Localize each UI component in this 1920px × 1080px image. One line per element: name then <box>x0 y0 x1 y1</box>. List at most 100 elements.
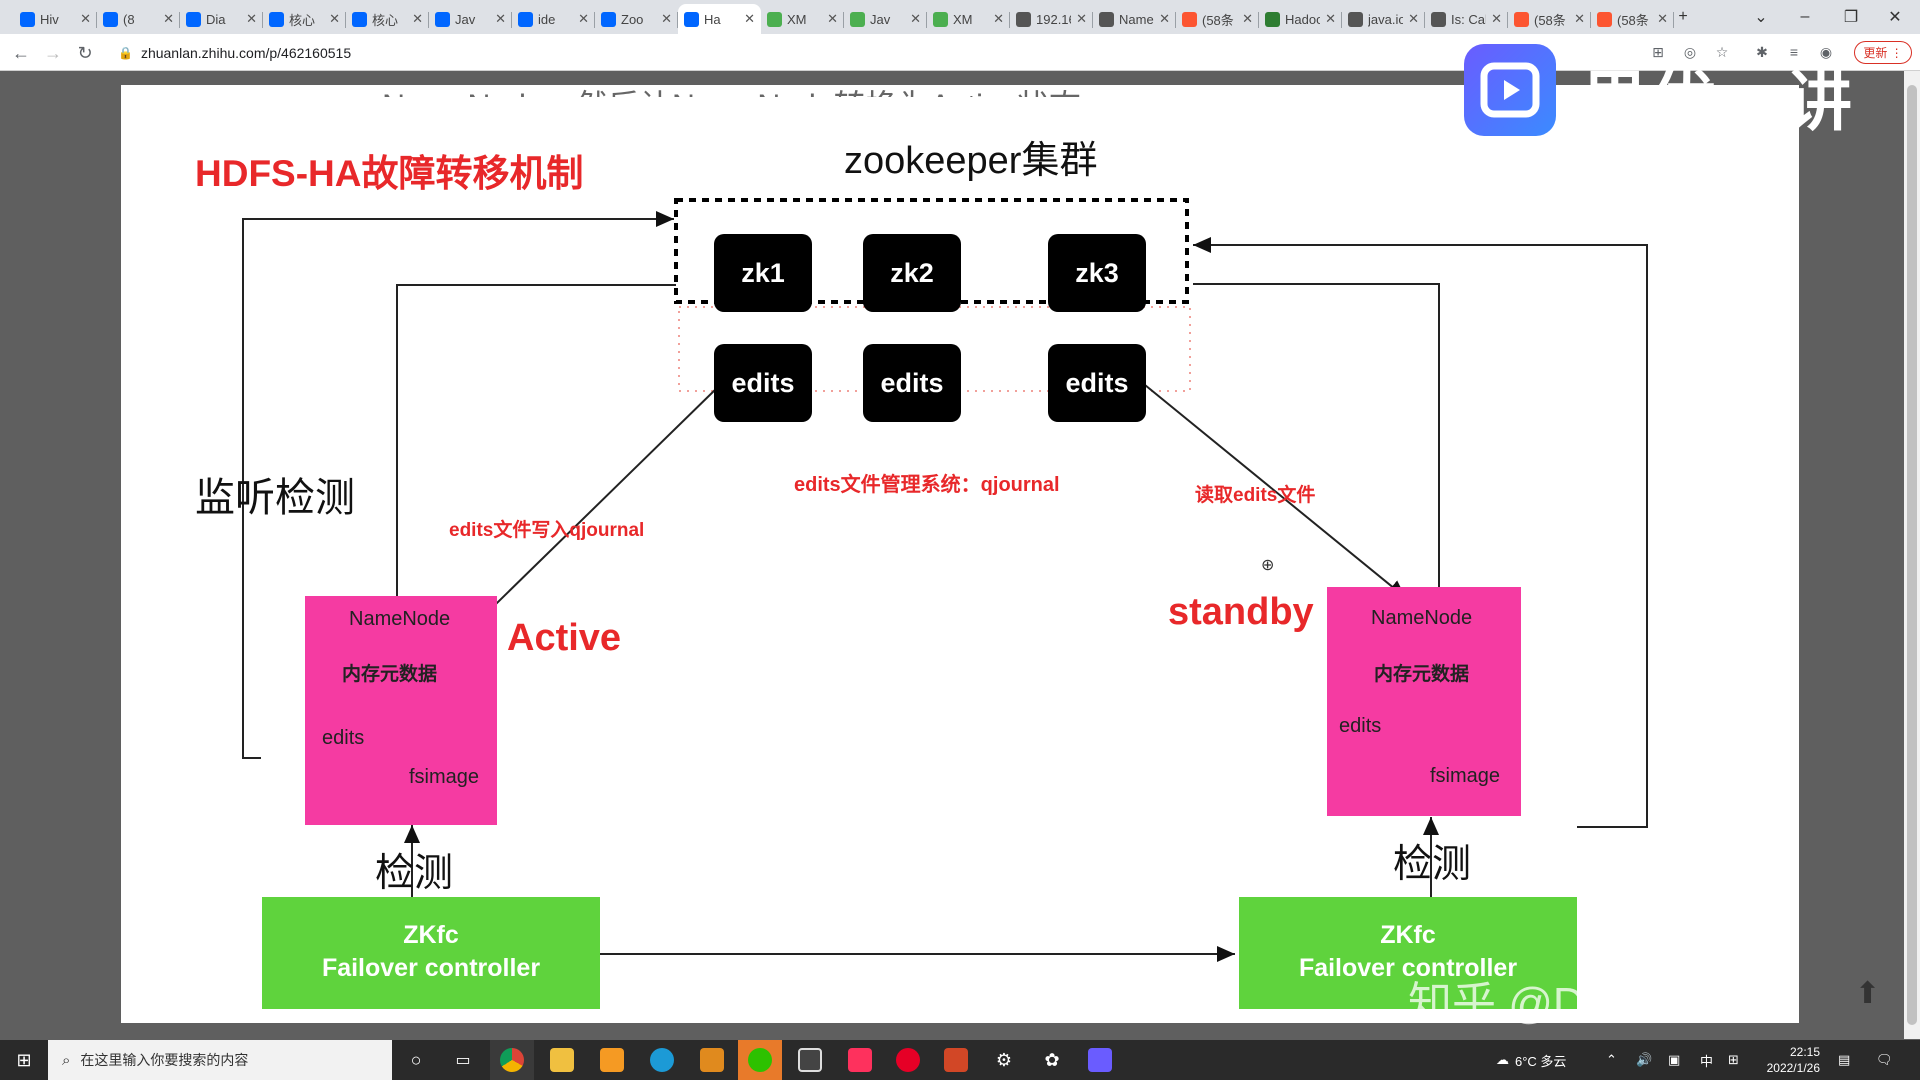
volume-icon[interactable]: 🔊 <box>1636 1052 1653 1067</box>
intellij-icon[interactable] <box>838 1040 882 1080</box>
tab-close-icon[interactable]: ✕ <box>993 11 1004 26</box>
zkfc-title: ZKfc <box>403 921 459 949</box>
zoom-cursor-icon: ⊕ <box>1261 557 1275 574</box>
tab-close-icon[interactable]: ✕ <box>1076 11 1087 26</box>
article-image: NameNode，然后让NameNode转换为Active状态。 <box>121 85 1799 1028</box>
clock[interactable]: 22:15 2022/1/26 <box>1758 1040 1820 1080</box>
app-icon[interactable] <box>788 1040 832 1080</box>
tab-close-icon[interactable]: ✕ <box>1159 11 1170 26</box>
puzzle-icon[interactable]: ✿ <box>1044 1049 1060 1070</box>
edits-node: edits <box>863 344 961 422</box>
tab-title: XM <box>953 11 973 27</box>
chrome-icon[interactable] <box>490 1040 534 1080</box>
tab-close-icon[interactable]: ✕ <box>661 11 672 26</box>
browser-tab[interactable]: XM✕ <box>761 4 844 34</box>
location-icon[interactable]: ◎ <box>1683 43 1697 60</box>
keyboard-icon[interactable]: ⊞ <box>1728 1052 1739 1067</box>
app-icon[interactable] <box>590 1040 634 1080</box>
browser-tab[interactable]: (58条✕ <box>1591 4 1674 34</box>
browser-tab[interactable]: 核心✕ <box>263 4 346 34</box>
tab-close-icon[interactable]: ✕ <box>1657 11 1668 26</box>
browser-tab[interactable]: Jav ✕ <box>844 4 927 34</box>
back-icon[interactable]: ← <box>12 42 30 63</box>
tab-title: Namen <box>1119 11 1154 27</box>
reading-list-icon[interactable]: ≡ <box>1789 44 1799 60</box>
browser-tab[interactable]: java.io✕ <box>1342 4 1425 34</box>
address-bar[interactable]: 🔒 zhuanlan.zhihu.com/p/462160515 <box>108 38 1608 67</box>
taskbar-search[interactable]: ⌕ 在这里输入你要搜索的内容 <box>48 1040 392 1080</box>
browser-tab[interactable]: 核心✕ <box>346 4 429 34</box>
browser-tab[interactable]: Hiv ✕ <box>14 4 97 34</box>
reload-icon[interactable]: ↻ <box>77 42 93 63</box>
update-button[interactable]: 更新 ⋮ <box>1854 41 1912 64</box>
tab-close-icon[interactable]: ✕ <box>1574 11 1585 26</box>
back-to-top-icon[interactable]: ⬆ <box>1855 977 1881 1010</box>
tab-close-icon[interactable]: ✕ <box>910 11 921 26</box>
tab-close-icon[interactable]: ✕ <box>744 11 755 26</box>
tab-title: Dia <box>206 11 226 27</box>
restore-icon[interactable]: ❐ <box>1843 9 1859 26</box>
tab-strip: Hiv✕(8✕Dia✕核心✕核心✕Jav✕ide✕Zoo✕Ha✕XM✕Jav✕X… <box>0 0 1920 34</box>
app-icon[interactable] <box>690 1040 734 1080</box>
new-tab-button[interactable]: + <box>1678 8 1688 25</box>
bookmark-star-icon[interactable]: ☆ <box>1715 43 1729 60</box>
settings-icon[interactable]: ⚙ <box>995 1049 1013 1070</box>
network-icon[interactable]: ▣ <box>1668 1052 1681 1067</box>
cortana-icon[interactable]: ○ <box>410 1049 422 1070</box>
page-scrollbar[interactable] <box>1904 71 1920 1039</box>
browser-tab[interactable]: XM ✕ <box>927 4 1010 34</box>
tab-close-icon[interactable]: ✕ <box>1491 11 1502 26</box>
file-explorer-icon[interactable] <box>540 1040 584 1080</box>
tab-title: Hiv <box>40 11 59 27</box>
powerpoint-icon[interactable] <box>934 1040 978 1080</box>
browser-tab[interactable]: 192.16 ✕ <box>1010 4 1093 34</box>
tab-close-icon[interactable]: ✕ <box>80 11 91 26</box>
tab-close-icon[interactable]: ✕ <box>495 11 506 26</box>
extensions-icon[interactable]: ✱ <box>1756 43 1768 60</box>
tab-close-icon[interactable]: ✕ <box>1242 11 1253 26</box>
close-window-icon[interactable]: ✕ <box>1888 9 1902 26</box>
notification-badge-icon[interactable]: ▤ <box>1838 1052 1851 1067</box>
browser-tab[interactable]: Dia ✕ <box>180 4 263 34</box>
browser-tab[interactable]: Zoo✕ <box>595 4 678 34</box>
browser-tab[interactable]: Ha✕ <box>678 4 761 34</box>
tray-chevron-icon[interactable]: ⌃ <box>1606 1052 1617 1067</box>
browser-tab[interactable]: (8✕ <box>97 4 180 34</box>
tab-close-icon[interactable]: ✕ <box>1408 11 1419 26</box>
wechat-icon[interactable] <box>738 1040 782 1080</box>
tab-close-icon[interactable]: ✕ <box>412 11 423 26</box>
zhihu-icon <box>601 11 616 27</box>
tab-close-icon[interactable]: ✕ <box>329 11 340 26</box>
browser-tab[interactable]: (58条✕ <box>1176 4 1259 34</box>
recorder-app-icon[interactable] <box>1078 1040 1122 1080</box>
forward-icon[interactable]: → <box>44 42 62 63</box>
browser-tab[interactable]: Is: Call✕ <box>1425 4 1508 34</box>
weather-widget[interactable]: ☁ 6°C 多云 <box>1496 1040 1566 1080</box>
browser-tab[interactable]: Jav✕ <box>429 4 512 34</box>
tab-close-icon[interactable]: ✕ <box>246 11 257 26</box>
action-center-icon[interactable]: 🗨 <box>1876 1052 1893 1067</box>
task-view-icon[interactable]: ▭ <box>455 1052 471 1069</box>
browser-tab[interactable]: (58条✕ <box>1508 4 1591 34</box>
translate-icon[interactable]: ⊞ <box>1652 43 1664 60</box>
tab-search-icon[interactable]: ⌄ <box>1754 9 1768 26</box>
tab-title: 192.16 <box>1036 11 1071 27</box>
browser-tab[interactable]: Namen ✕ <box>1093 4 1176 34</box>
windows-start-icon[interactable]: ⊞ <box>16 1049 32 1070</box>
profile-icon[interactable]: ◉ <box>1819 43 1833 60</box>
zk-node: zk3 <box>1048 234 1146 312</box>
edge-icon[interactable] <box>640 1040 684 1080</box>
tab-close-icon[interactable]: ✕ <box>827 11 838 26</box>
tab-close-icon[interactable]: ✕ <box>1325 11 1336 26</box>
zhihu-icon <box>352 11 367 27</box>
browser-tab[interactable]: ide✕ <box>512 4 595 34</box>
scroll-thumb[interactable] <box>1907 85 1917 1025</box>
ime-indicator[interactable]: 中 <box>1700 1053 1714 1069</box>
minimize-icon[interactable]: – <box>1800 8 1810 25</box>
lock-icon: 🔒 <box>118 45 133 60</box>
browser-tab[interactable]: Hadoo✕ <box>1259 4 1342 34</box>
tab-close-icon[interactable]: ✕ <box>163 11 174 26</box>
tab-close-icon[interactable]: ✕ <box>578 11 589 26</box>
tab-title: Jav <box>870 11 891 27</box>
netease-music-icon[interactable] <box>886 1040 930 1080</box>
